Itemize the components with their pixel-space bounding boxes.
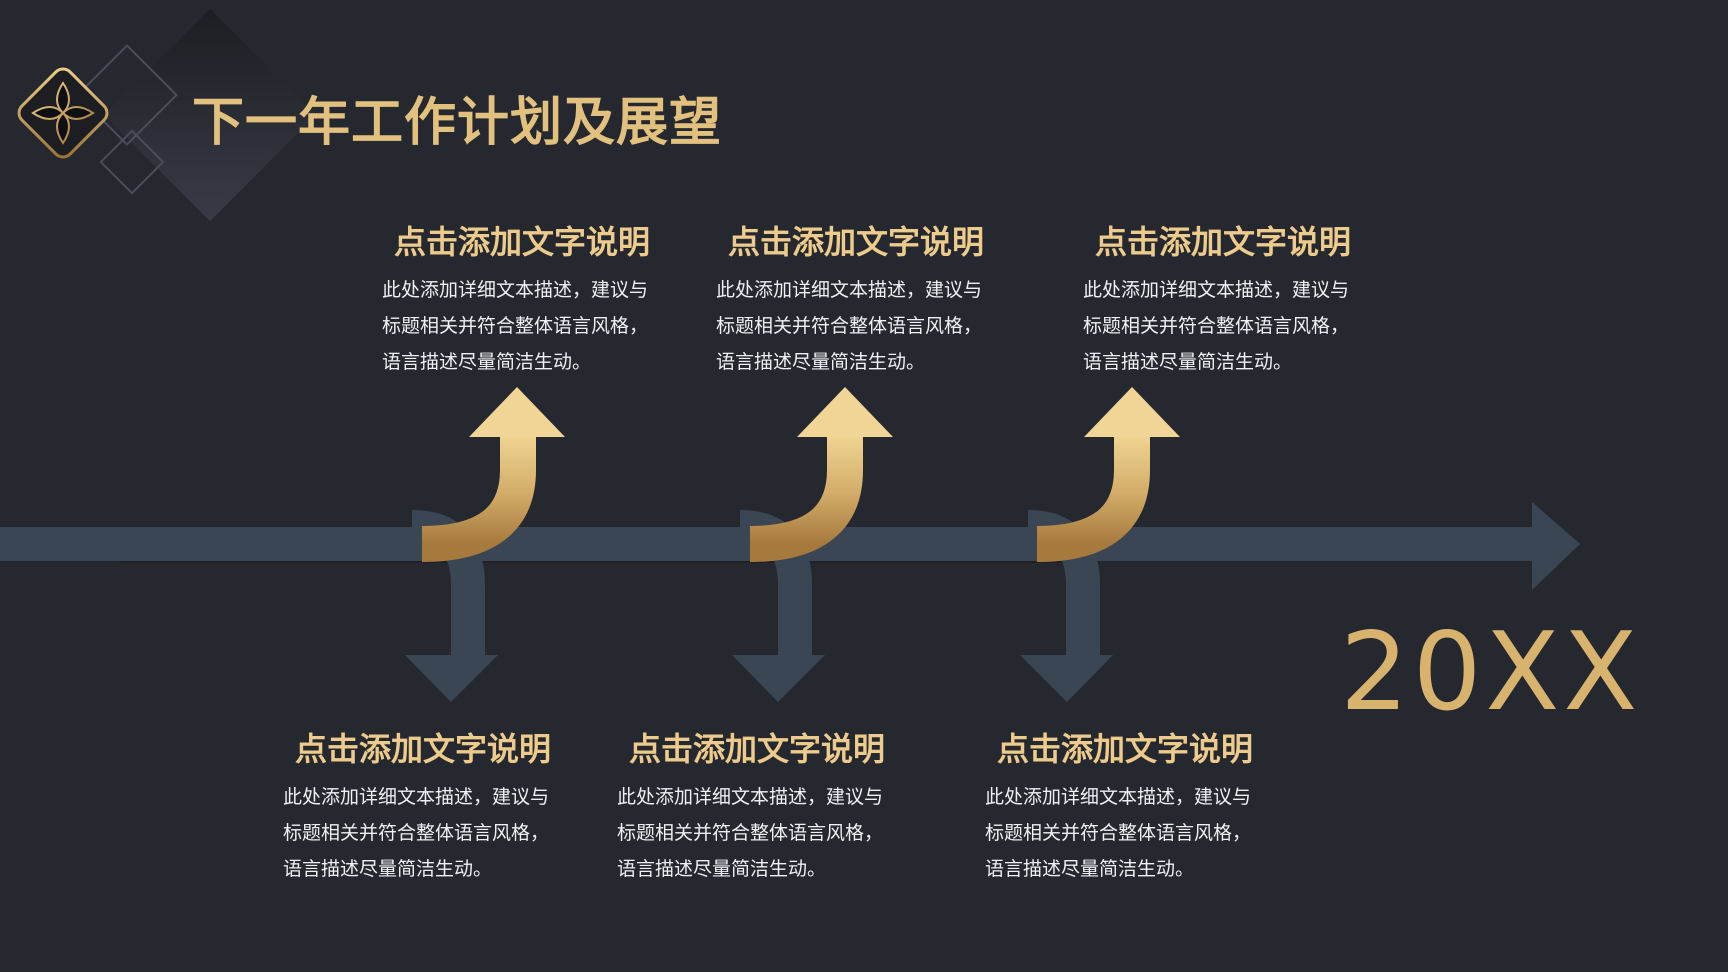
block-body[interactable]: 此处添加详细文本描述，建议与 标题相关并符合整体语言风格， 语言描述尽量简洁生动… <box>716 272 1016 380</box>
body-line: 标题相关并符合整体语言风格， <box>985 822 1252 844</box>
page-title: 下一年工作计划及展望 <box>192 93 723 153</box>
text-block-bottom-1: 点击添加文字说明 此处添加详细文本描述，建议与 标题相关并符合整体语言风格， 语… <box>283 729 583 887</box>
body-line: 语言描述尽量简洁生动。 <box>617 858 827 880</box>
body-line: 标题相关并符合整体语言风格， <box>716 315 983 337</box>
block-heading[interactable]: 点击添加文字说明 <box>997 730 1254 768</box>
body-line: 标题相关并符合整体语言风格， <box>382 315 649 337</box>
up-branch-3 <box>1036 387 1180 562</box>
block-body[interactable]: 此处添加详细文本描述，建议与 标题相关并符合整体语言风格， 语言描述尽量简洁生动… <box>985 779 1285 887</box>
block-heading[interactable]: 点击添加文字说明 <box>728 223 985 261</box>
body-line: 此处添加详细文本描述，建议与 <box>1083 279 1350 301</box>
block-heading[interactable]: 点击添加文字说明 <box>394 223 651 261</box>
block-body[interactable]: 此处添加详细文本描述，建议与 标题相关并符合整体语言风格， 语言描述尽量简洁生动… <box>1083 272 1383 380</box>
block-body[interactable]: 此处添加详细文本描述，建议与 标题相关并符合整体语言风格， 语言描述尽量简洁生动… <box>617 779 917 887</box>
block-heading[interactable]: 点击添加文字说明 <box>629 730 886 768</box>
body-line: 标题相关并符合整体语言风格， <box>283 822 550 844</box>
up-branch-2 <box>749 387 893 562</box>
body-line: 语言描述尽量简洁生动。 <box>985 858 1195 880</box>
up-branch-1 <box>421 387 565 562</box>
diamond-flower-icon <box>17 67 109 159</box>
block-heading[interactable]: 点击添加文字说明 <box>295 730 552 768</box>
timeline-arrowhead <box>1532 502 1580 590</box>
up-branches <box>421 387 1180 562</box>
block-heading[interactable]: 点击添加文字说明 <box>1095 223 1352 261</box>
body-line: 此处添加详细文本描述，建议与 <box>283 786 550 808</box>
text-block-top-3: 点击添加文字说明 此处添加详细文本描述，建议与 标题相关并符合整体语言风格， 语… <box>1083 222 1383 380</box>
year-label: 20XX <box>1340 610 1642 735</box>
body-line: 此处添加详细文本描述，建议与 <box>382 279 649 301</box>
text-block-bottom-3: 点击添加文字说明 此处添加详细文本描述，建议与 标题相关并符合整体语言风格， 语… <box>985 729 1285 887</box>
body-line: 语言描述尽量简洁生动。 <box>283 858 493 880</box>
body-line: 标题相关并符合整体语言风格， <box>1083 315 1350 337</box>
body-line: 此处添加详细文本描述，建议与 <box>716 279 983 301</box>
body-line: 语言描述尽量简洁生动。 <box>1083 351 1293 373</box>
body-line: 语言描述尽量简洁生动。 <box>382 351 592 373</box>
text-block-top-2: 点击添加文字说明 此处添加详细文本描述，建议与 标题相关并符合整体语言风格， 语… <box>716 222 1016 380</box>
body-line: 此处添加详细文本描述，建议与 <box>985 786 1252 808</box>
block-body[interactable]: 此处添加详细文本描述，建议与 标题相关并符合整体语言风格， 语言描述尽量简洁生动… <box>283 779 583 887</box>
text-block-top-1: 点击添加文字说明 此处添加详细文本描述，建议与 标题相关并符合整体语言风格， 语… <box>382 222 682 380</box>
body-line: 标题相关并符合整体语言风格， <box>617 822 884 844</box>
text-block-bottom-2: 点击添加文字说明 此处添加详细文本描述，建议与 标题相关并符合整体语言风格， 语… <box>617 729 917 887</box>
body-line: 此处添加详细文本描述，建议与 <box>617 786 884 808</box>
body-line: 语言描述尽量简洁生动。 <box>716 351 926 373</box>
small-outline-diamond <box>99 129 165 195</box>
block-body[interactable]: 此处添加详细文本描述，建议与 标题相关并符合整体语言风格， 语言描述尽量简洁生动… <box>382 272 682 380</box>
